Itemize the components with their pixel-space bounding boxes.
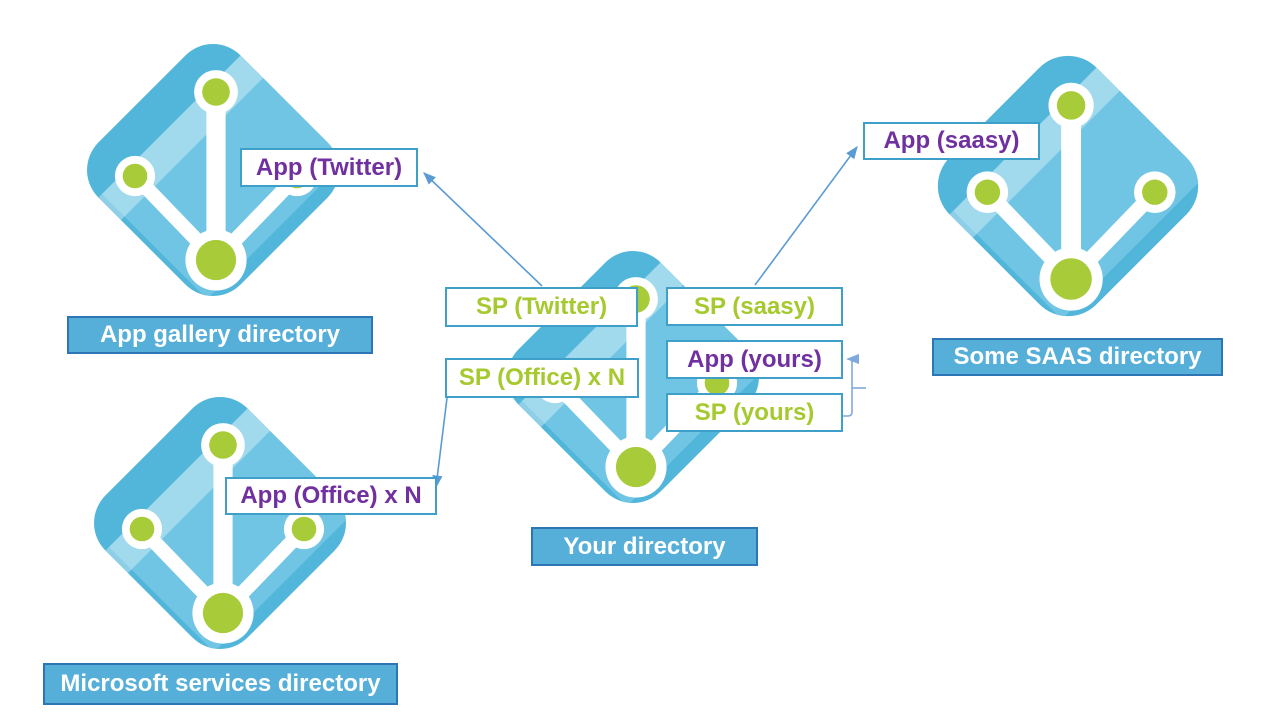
directory-title-your-directory: Your directory: [531, 527, 758, 566]
node-label-sp-saasy: SP (saasy): [666, 287, 843, 326]
elbow-arrow-sp-yours-to-app-yours: [843, 353, 860, 417]
azure-ad-directory-icon-microsoft-services: [70, 373, 370, 673]
node-label-app-yours: App (yours): [666, 340, 843, 379]
node-label-sp-office: SP (Office) x N: [445, 358, 639, 398]
node-label-sp-twitter: SP (Twitter): [445, 287, 638, 327]
azure-ad-directory-icon-some-saas: [913, 31, 1223, 341]
directory-title-some-saas: Some SAAS directory: [932, 338, 1223, 376]
node-label-sp-yours: SP (yours): [666, 393, 843, 432]
node-label-app-office: App (Office) x N: [225, 477, 437, 515]
arrow-sp-office-to-app-office: [432, 397, 448, 489]
directory-title-app-gallery: App gallery directory: [67, 316, 373, 354]
directory-title-microsoft-services: Microsoft services directory: [43, 663, 398, 705]
node-label-app-twitter: App (Twitter): [240, 148, 418, 187]
node-label-app-saasy: App (saasy): [863, 122, 1040, 160]
